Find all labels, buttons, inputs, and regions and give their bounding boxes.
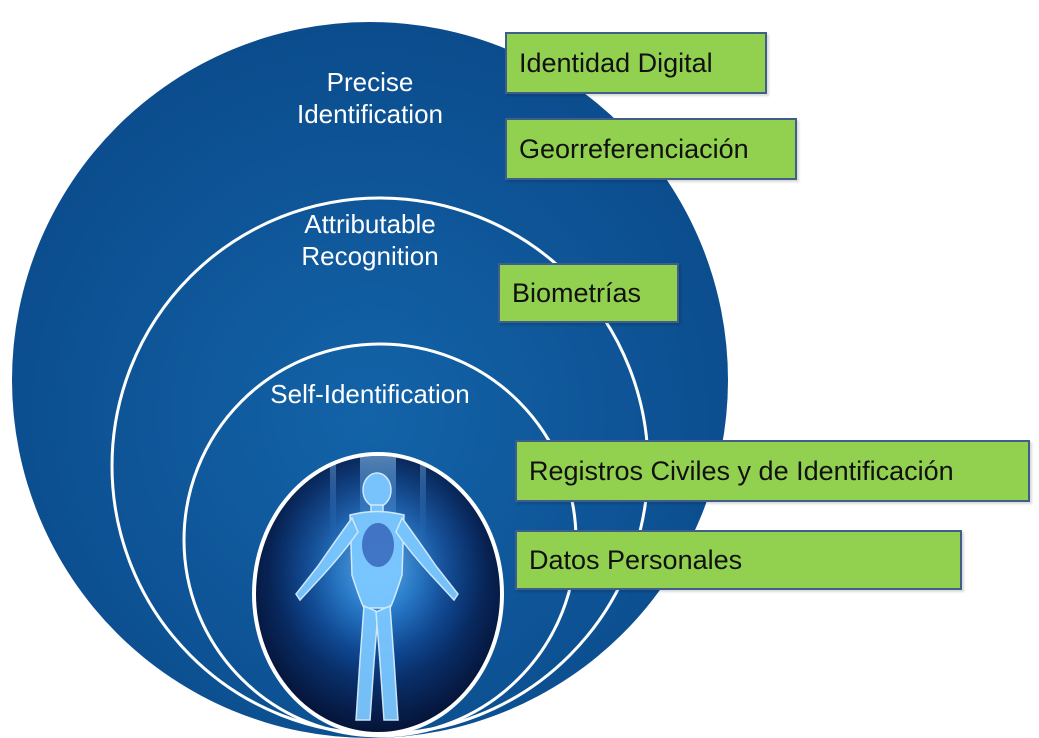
inner-ring-label: Self-Identification xyxy=(240,378,500,410)
tag-label: Registros Civiles y de Identificación xyxy=(529,456,954,486)
tag-datos-personales: Datos Personales xyxy=(515,530,962,590)
tag-label: Georreferenciación xyxy=(519,134,749,164)
outer-ring-label: Precise Identification xyxy=(270,66,470,130)
middle-ring-label-line-2: Recognition xyxy=(301,241,439,271)
outer-ring-label-line-1: Precise xyxy=(326,67,414,97)
tag-registros-civiles: Registros Civiles y de Identificación xyxy=(515,440,1030,502)
human-body-figure-icon xyxy=(295,472,459,721)
tag-biometrias: Biometrías xyxy=(498,263,679,323)
middle-ring-label-line-1: Attributable xyxy=(304,209,436,239)
tag-label: Biometrías xyxy=(512,278,642,308)
middle-ring-label: Attributable Recognition xyxy=(270,208,470,272)
tag-georreferenciacion: Georreferenciación xyxy=(505,118,797,180)
center-figure-disc xyxy=(252,452,504,736)
tag-label: Datos Personales xyxy=(529,545,743,575)
tag-identidad-digital: Identidad Digital xyxy=(505,32,767,94)
inner-ring-label-line-1: Self-Identification xyxy=(270,379,470,409)
outer-ring-label-line-2: Identification xyxy=(297,99,443,129)
tag-label: Identidad Digital xyxy=(519,48,713,78)
